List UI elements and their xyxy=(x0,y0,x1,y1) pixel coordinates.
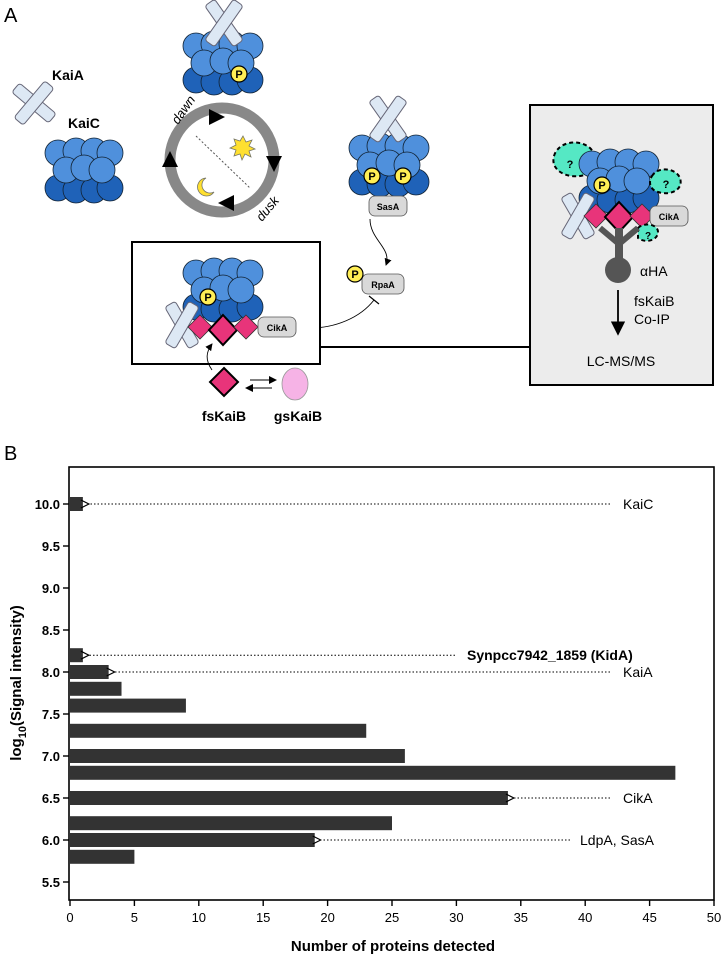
phospho-label: P xyxy=(399,171,406,183)
annotation-label: KaiA xyxy=(623,664,653,680)
gskaib-label: gsKaiB xyxy=(274,408,322,424)
x-tick-label: 10 xyxy=(192,910,206,925)
annotation-label: LdpA, SasA xyxy=(580,832,655,848)
annotation-label: KaiC xyxy=(623,496,653,512)
unknown-interactor-label: ? xyxy=(567,159,574,171)
unknown-interactor-label: ? xyxy=(645,231,651,242)
sasa-complex-icon: P P SasA xyxy=(348,95,430,217)
phospho-label: P xyxy=(204,292,211,304)
y-tick-label: 8.0 xyxy=(42,665,60,680)
bar xyxy=(70,497,83,511)
kaia-icon xyxy=(12,81,56,125)
bar xyxy=(70,665,109,679)
antibody-label: αHA xyxy=(640,263,668,279)
y-tick-label: 6.0 xyxy=(42,833,60,848)
y-tick-label: 9.5 xyxy=(42,539,60,554)
bar xyxy=(70,833,315,847)
x-tick-label: 15 xyxy=(256,910,270,925)
sun-icon xyxy=(228,135,257,162)
rpaa-icon: RpaA P xyxy=(346,265,405,295)
bar xyxy=(70,723,367,738)
sasa-label: SasA xyxy=(377,202,400,212)
sasa-to-rpaa-arrow xyxy=(369,218,392,266)
x-axis-ticks: 0 5 10 15 20 25 30 35 40 45 50 xyxy=(66,900,721,925)
x-tick-label: 5 xyxy=(131,910,138,925)
kaic-kaia-complex-icon: P xyxy=(182,0,264,96)
y-tick-label: 7.5 xyxy=(42,707,60,722)
bar xyxy=(70,816,392,831)
phospho-label: P xyxy=(235,69,242,81)
y-tick-label: 10.0 xyxy=(35,497,60,512)
fskaib-binding-arrow xyxy=(205,343,213,371)
y-tick-label: 9.0 xyxy=(42,581,60,596)
y-tick-label: 5.5 xyxy=(42,875,60,890)
bar xyxy=(70,791,508,805)
annotations: KaiC Synpcc7942_1859 (KidA)KaiA CikA LdpA, … xyxy=(89,496,655,848)
x-tick-label: 30 xyxy=(449,910,463,925)
phospho-label: P xyxy=(598,180,605,192)
signal-intensity-histogram: 5.5 6.0 6.5 7.0 7.5 8.0 8.5 9.0 9.5 10.0 0 5 10 15 20… xyxy=(8,466,721,955)
gskaib-icon xyxy=(281,367,309,401)
annotation-label: CikA xyxy=(623,790,653,806)
y-tick-label: 6.5 xyxy=(42,791,60,806)
x-tick-label: 20 xyxy=(320,910,334,925)
x-tick-label: 25 xyxy=(385,910,399,925)
annotation-label: Synpcc7942_1859 (KidA) xyxy=(467,647,633,663)
cika-label: CikA xyxy=(267,323,288,333)
x-tick-label: 0 xyxy=(66,910,73,925)
phospho-label: P xyxy=(368,171,375,183)
night-complex-icon: P CikA xyxy=(165,257,297,349)
bar xyxy=(70,849,135,864)
phospho-label: P xyxy=(351,269,358,281)
fskaib-icon xyxy=(208,366,240,398)
bars xyxy=(70,497,676,864)
x-tick-label: 45 xyxy=(642,910,656,925)
bar xyxy=(70,698,186,713)
coip-line2: Co-IP xyxy=(634,311,670,327)
x-tick-label: 50 xyxy=(707,910,721,925)
bar xyxy=(70,749,405,763)
panel-a-label: A xyxy=(4,5,18,27)
y-tick-label: 7.0 xyxy=(42,749,60,764)
bar xyxy=(70,765,676,780)
rpaa-label: RpaA xyxy=(371,280,395,290)
circadian-cycle-diagram: dawn dusk xyxy=(162,93,283,224)
y-tick-label: 8.5 xyxy=(42,623,60,638)
bar xyxy=(70,648,83,663)
kaic-legend-label: KaiC xyxy=(68,115,100,131)
kaia-legend-label: KaiA xyxy=(52,67,84,83)
cika-label: CikA xyxy=(659,212,680,222)
x-tick-label: 35 xyxy=(514,910,528,925)
coip-line1: fsKaiB xyxy=(634,293,674,309)
bar xyxy=(70,681,122,696)
x-tick-label: 40 xyxy=(578,910,592,925)
y-axis-ticks: 5.5 6.0 6.5 7.0 7.5 8.0 8.5 9.0 9.5 10.0 xyxy=(35,497,69,890)
x-axis-label: Number of proteins detected xyxy=(291,938,495,955)
y-axis-label: log10(Signal intensity) xyxy=(8,605,29,761)
kaic-hexamer-icon xyxy=(44,137,124,204)
fskaib-label: fsKaiB xyxy=(202,408,246,424)
panel-b-label: B xyxy=(4,443,17,465)
antibody-bead-icon xyxy=(605,257,631,283)
unknown-interactor-label: ? xyxy=(663,179,670,191)
coip-complex-icon: ? P ? CikA ? xyxy=(552,141,689,258)
ms-label: LC-MS/MS xyxy=(587,353,655,369)
moon-icon xyxy=(197,177,215,197)
